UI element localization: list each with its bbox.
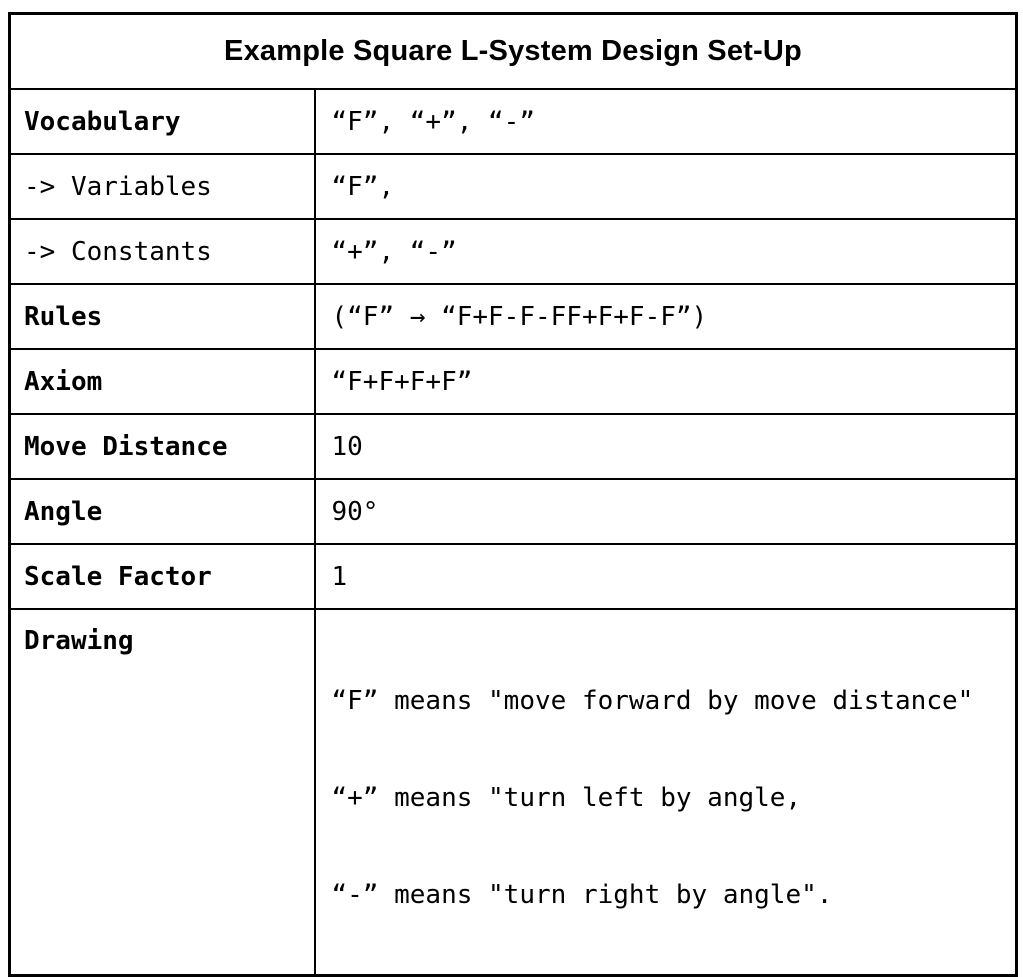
row-label-vocabulary: Vocabulary bbox=[8, 88, 316, 155]
row-label-scale-factor: Scale Factor bbox=[8, 543, 316, 610]
row-value-drawing: “F” means "move forward by move distance… bbox=[313, 608, 1018, 977]
table-row-angle: Angle 90° bbox=[8, 478, 1018, 545]
table-row-scale-factor: Scale Factor 1 bbox=[8, 543, 1018, 610]
lsystem-design-table: Example Square L-System Design Set-Up Vo… bbox=[8, 12, 1018, 977]
row-value-scale-factor: 1 bbox=[313, 543, 1018, 610]
row-label-rules: Rules bbox=[8, 283, 316, 350]
row-value-variables: “F”, bbox=[313, 153, 1018, 220]
row-label-axiom: Axiom bbox=[8, 348, 316, 415]
row-value-move-distance: 10 bbox=[313, 413, 1018, 480]
table-row-axiom: Axiom “F+F+F+F” bbox=[8, 348, 1018, 415]
table-row-vocabulary: Vocabulary “F”, “+”, “-” bbox=[8, 88, 1018, 155]
table-row-rules: Rules (“F” → “F+F-F-FF+F+F-F”) bbox=[8, 283, 1018, 350]
table-row-move-distance: Move Distance 10 bbox=[8, 413, 1018, 480]
row-value-angle: 90° bbox=[313, 478, 1018, 545]
row-label-constants: -> Constants bbox=[8, 218, 316, 285]
drawing-line-turn-left: “+” means "turn left by angle, bbox=[331, 783, 802, 813]
row-label-drawing: Drawing bbox=[8, 608, 316, 977]
table-row-constants: -> Constants “+”, “-” bbox=[8, 218, 1018, 285]
table-row-variables: -> Variables “F”, bbox=[8, 153, 1018, 220]
table-title: Example Square L-System Design Set-Up bbox=[8, 12, 1018, 90]
row-label-variables: -> Variables bbox=[8, 153, 316, 220]
row-value-axiom: “F+F+F+F” bbox=[313, 348, 1018, 415]
row-label-angle: Angle bbox=[8, 478, 316, 545]
row-value-constants: “+”, “-” bbox=[313, 218, 1018, 285]
drawing-line-turn-right: “-” means "turn right by angle". bbox=[331, 880, 833, 910]
row-label-move-distance: Move Distance bbox=[8, 413, 316, 480]
drawing-line-forward: “F” means "move forward by move distance… bbox=[331, 686, 974, 716]
row-value-vocabulary: “F”, “+”, “-” bbox=[313, 88, 1018, 155]
table-row-drawing: Drawing “F” means "move forward by move … bbox=[8, 608, 1018, 977]
lsystem-design-table-wrap: Example Square L-System Design Set-Up Vo… bbox=[8, 12, 1018, 977]
title-row: Example Square L-System Design Set-Up bbox=[8, 12, 1018, 90]
row-value-rules: (“F” → “F+F-F-FF+F+F-F”) bbox=[313, 283, 1018, 350]
